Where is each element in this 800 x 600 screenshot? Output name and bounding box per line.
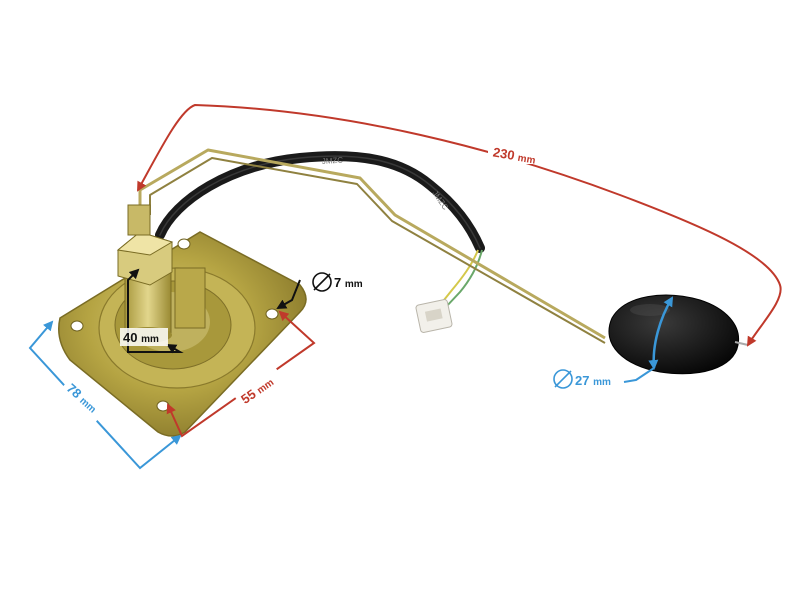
cable-marking-1: JMZC [322, 156, 344, 166]
dimension-27-value: 27 [575, 373, 589, 388]
dimension-27-unit: mm [593, 377, 611, 388]
dimension-40-value: 40 [123, 330, 137, 345]
dimension-40: 40 mm [120, 268, 184, 354]
diameter-icon [312, 272, 332, 292]
mount-hole [177, 238, 191, 250]
dimension-230-label: 230 mm [492, 144, 537, 166]
wires-and-connector [415, 249, 483, 333]
dimension-7: 7 mm [276, 272, 363, 309]
dimension-7-label: 7 mm [334, 275, 363, 290]
dimension-55: 55 mm [166, 310, 316, 438]
dimension-230-unit: mm [517, 153, 537, 167]
dimension-7-value: 7 [334, 275, 341, 290]
dimension-40-label: 40 mm [123, 330, 159, 345]
diameter-icon [553, 369, 573, 389]
mount-hole [70, 320, 84, 332]
float [608, 294, 749, 375]
mount-hole [156, 400, 170, 412]
dimension-40-unit: mm [141, 334, 159, 345]
dimension-78: 78 mm [28, 320, 182, 470]
dimension-27: 27 mm [553, 296, 674, 389]
mount-hole [265, 308, 279, 320]
dimension-27-label: 27 mm [575, 373, 611, 388]
dimension-230-value: 230 [492, 144, 516, 163]
dimension-230: 230 mm [137, 103, 782, 347]
dimension-7-unit: mm [345, 279, 363, 290]
